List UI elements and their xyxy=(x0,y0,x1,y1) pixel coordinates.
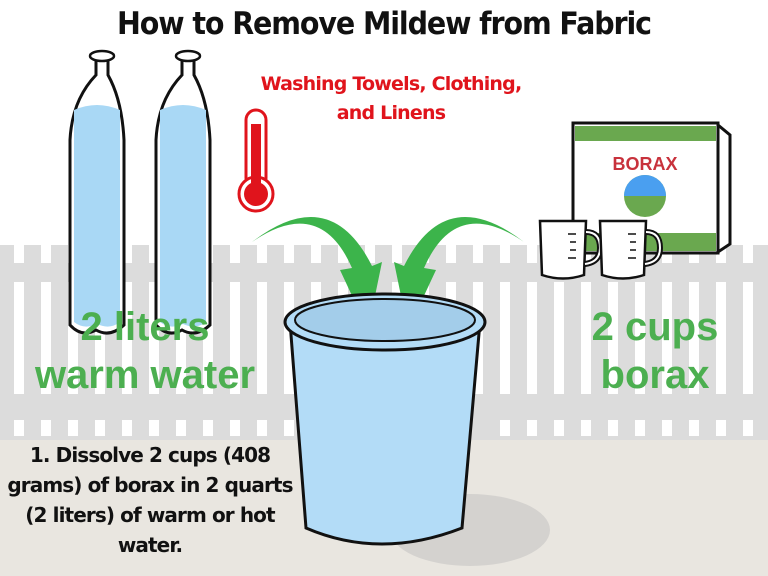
instruction-line-2: grams) of borax in 2 quarts xyxy=(7,473,293,497)
borax-amount-label: 2 cups borax xyxy=(560,303,750,399)
borax-amount-line-2: borax xyxy=(600,353,710,397)
subtitle: Washing Towels, Clothing, and Linens xyxy=(236,70,546,128)
water-bottle-icon xyxy=(154,49,212,335)
subtitle-line-2: and Linens xyxy=(336,102,446,124)
instruction-line-1: 1. Dissolve 2 cups (408 xyxy=(29,443,271,467)
borax-box-label: BORAX xyxy=(612,154,677,174)
borax-amount-line-1: 2 cups xyxy=(591,305,719,349)
water-amount-line-1: 2 liters xyxy=(80,305,210,349)
arrow-icon xyxy=(252,217,382,330)
subtitle-line-1: Washing Towels, Clothing, xyxy=(260,73,523,95)
water-bottle-icon xyxy=(68,49,126,335)
water-amount-line-2: warm water xyxy=(34,353,256,397)
thermometer-icon xyxy=(237,108,275,213)
instruction-line-3: (2 liters) of warm or hot xyxy=(25,503,275,527)
instruction-text: 1. Dissolve 2 cups (408 grams) of borax … xyxy=(0,440,300,560)
instruction-line-4: water. xyxy=(117,533,183,557)
arrow-icon xyxy=(394,217,524,330)
bucket-icon xyxy=(283,292,487,546)
measuring-cup-icon xyxy=(538,219,604,280)
measuring-cup-icon xyxy=(598,219,664,280)
water-amount-label: 2 liters warm water xyxy=(20,303,270,399)
page-title: How to Remove Mildew from Fabric xyxy=(117,6,652,42)
